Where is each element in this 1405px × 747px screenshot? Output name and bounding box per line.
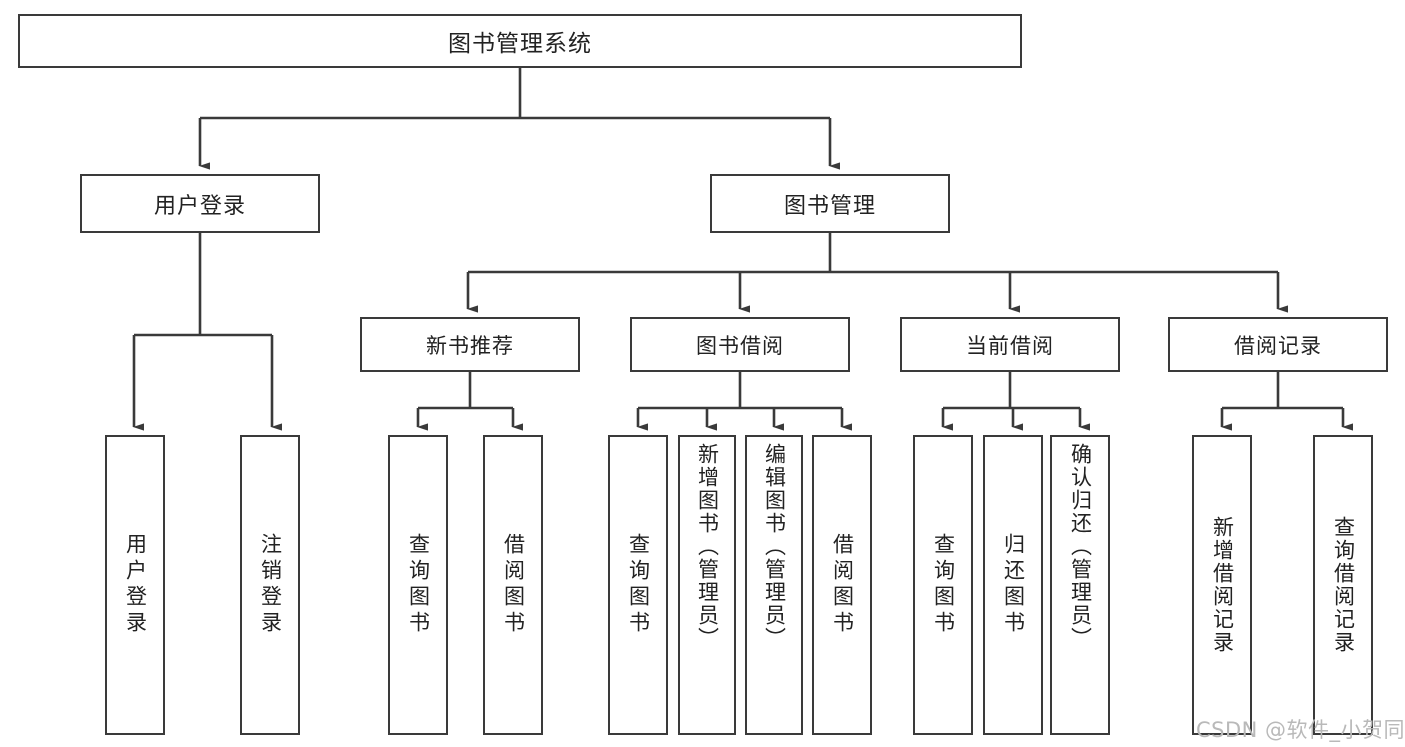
node-label: 查询图书	[626, 533, 651, 637]
node-label: 借阅记录	[1234, 333, 1322, 358]
node-leaf-query-borrow-record[interactable]: 查询借阅记录	[1313, 435, 1373, 735]
watermark-text: CSDN @软件_小贺同学	[1196, 718, 1405, 742]
node-label: 当前借阅	[966, 333, 1054, 358]
node-leaf-query-book-current[interactable]: 查询图书	[913, 435, 973, 735]
node-label: 新书推荐	[426, 333, 514, 358]
node-leaf-return-book[interactable]: 归还图书	[983, 435, 1043, 735]
node-leaf-user-login[interactable]: 用户登录	[105, 435, 165, 735]
node-label: 查询图书	[406, 533, 431, 637]
node-user-login[interactable]: 用户登录	[80, 174, 320, 233]
node-label: 注销登录	[258, 533, 283, 637]
node-label: 用户登录	[153, 193, 246, 219]
node-leaf-add-borrow-record[interactable]: 新增借阅记录	[1192, 435, 1252, 735]
node-book-borrow[interactable]: 图书借阅	[630, 317, 850, 372]
node-leaf-logout-login[interactable]: 注销登录	[240, 435, 300, 735]
node-label: 归还图书	[1001, 533, 1026, 637]
node-book-manage[interactable]: 图书管理	[710, 174, 950, 233]
node-root-system[interactable]: 图书管理系统	[18, 14, 1022, 68]
node-label: 新增借阅记录	[1210, 516, 1235, 654]
node-label: 借阅图书	[830, 533, 855, 637]
node-label: 图书借阅	[696, 333, 784, 358]
node-label: 查询借阅记录	[1331, 516, 1356, 654]
node-leaf-borrow-book-recommend[interactable]: 借阅图书	[483, 435, 543, 735]
node-label: 图书管理系统	[448, 31, 592, 57]
node-label: 借阅图书	[501, 533, 526, 637]
node-label: 新增图书（管理员）	[695, 443, 720, 650]
node-leaf-query-book-borrow[interactable]: 查询图书	[608, 435, 668, 735]
node-new-book-recommend[interactable]: 新书推荐	[360, 317, 580, 372]
node-borrow-record[interactable]: 借阅记录	[1168, 317, 1388, 372]
node-leaf-confirm-return-admin[interactable]: 确认归还（管理员）	[1050, 435, 1110, 735]
node-current-borrow[interactable]: 当前借阅	[900, 317, 1120, 372]
node-leaf-add-book-admin[interactable]: 新增图书（管理员）	[678, 435, 736, 735]
node-label: 用户登录	[123, 533, 148, 637]
watermark-credit: CSDN @软件_小贺同学	[1196, 714, 1405, 744]
node-label: 确认归还（管理员）	[1068, 443, 1093, 650]
node-label: 编辑图书（管理员）	[762, 443, 787, 650]
node-leaf-borrow-book[interactable]: 借阅图书	[812, 435, 872, 735]
node-label: 查询图书	[931, 533, 956, 637]
node-label: 图书管理	[783, 193, 876, 219]
node-leaf-query-book-recommend[interactable]: 查询图书	[388, 435, 448, 735]
node-leaf-edit-book-admin[interactable]: 编辑图书（管理员）	[745, 435, 803, 735]
